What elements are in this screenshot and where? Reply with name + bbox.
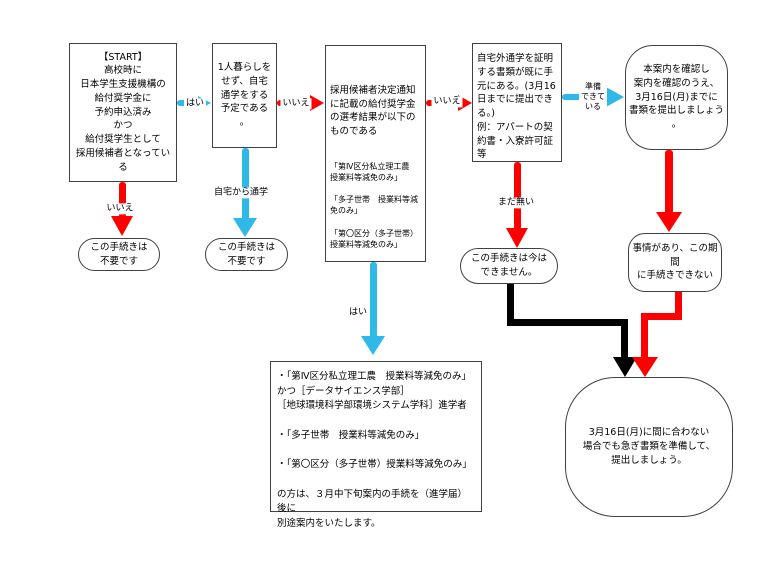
cannot-in-period-text: 事情があり、この期間 に手続きできない xyxy=(632,242,718,282)
q4-box: 自宅外通学を証明する書類が既に手元にある。(3月16日までに提出できる。) 例：… xyxy=(472,43,562,162)
q2-box-text: 1人暮らしを せず、自宅 通学をする 予定である 。 xyxy=(217,62,272,129)
cannot-now-text: この手続きは今は できません。 xyxy=(470,253,547,278)
edge-label-yes2: はい xyxy=(346,307,370,319)
arrow-notyet-line xyxy=(514,162,521,230)
arrow-yes2-line xyxy=(370,262,377,338)
late-submit-text: 3月16日(月)に間に合わない 場合でも急ぎ書類を準備して、 提出しましょう。 xyxy=(582,427,716,466)
not-needed-oval-1: この手続きは 不要です xyxy=(78,238,160,271)
edge-label-home-commute: 自宅から通学 xyxy=(211,187,271,199)
arrow-red-elbow-v2 xyxy=(641,313,648,357)
edge-label-no1: いいえ xyxy=(104,203,136,215)
arrow-no2-head-icon xyxy=(310,95,324,111)
arrow-black-head-icon xyxy=(613,357,637,377)
arrow-no1-line xyxy=(119,182,126,218)
arrow-period-line xyxy=(665,150,673,214)
cannot-in-period-shape: 事情があり、この期間 に手続きできない xyxy=(628,233,722,292)
not-needed-1-text: この手続きは 不要です xyxy=(90,241,148,267)
edge-label-no2: いいえ xyxy=(280,98,312,110)
q3-main-text: 採用候補者決定通知に記載の給付奨学金の選考結果が以下のものである xyxy=(330,84,416,138)
late-submit-shape: 3月16日(月)に間に合わない 場合でも急ぎ書類を準備して、 提出しましょう。 xyxy=(565,377,733,517)
arrow-notyet-head-icon xyxy=(506,228,528,248)
confirm-submit-shape: 本案内を確認し 案内を確認のうえ、 3月16日(月)までに 書類を提出しましょう… xyxy=(625,45,728,150)
arrow-black-elbow-v1 xyxy=(507,283,514,326)
cannot-now-oval: この手続きは今は できません。 xyxy=(460,248,558,284)
edge-label-yes1: はい xyxy=(183,98,207,110)
arrow-red-elbow-head-icon xyxy=(632,357,658,377)
note-box: ・「第Ⅳ区分私立理工農 授業料等減免のみ」 かつ［データサイエンス学部］ ［地球… xyxy=(270,361,482,529)
q3-box: 採用候補者決定通知に記載の給付奨学金の選考結果が以下のものである 「第Ⅳ区分私立… xyxy=(325,45,426,262)
q3-items-text: 「第Ⅳ区分私立理工農 授業料等減免のみ」 「多子世帯 授業料等減 免のみ」 「第… xyxy=(330,161,418,249)
arrow-red-elbow-v1 xyxy=(675,292,682,320)
q4-box-text: 自宅外通学を証明する書類が既に手元にある。(3月16日までに提出できる。) 例：… xyxy=(477,53,556,161)
edge-label-no3: いいえ xyxy=(431,96,463,108)
arrow-black-elbow-h xyxy=(507,319,628,326)
arrow-period-head-icon xyxy=(656,212,682,232)
arrow-red-elbow-h xyxy=(641,313,682,320)
arrow-home-head-icon xyxy=(233,218,257,237)
start-box: 【START】 高校時に 日本学生支援機構の 給付奨学金に 予約申込済み かつ … xyxy=(69,43,177,182)
not-needed-2-text: この手続きは 不要です xyxy=(217,241,275,267)
arrow-ready-head-icon xyxy=(606,87,624,107)
q2-box: 1人暮らしを せず、自宅 通学をする 予定である 。 xyxy=(212,43,277,148)
arrow-home-line xyxy=(242,148,249,220)
edge-label-not-yet: まだ無い xyxy=(495,197,537,209)
edge-label-ready: 準備 できて いる xyxy=(579,82,607,112)
arrow-black-elbow-v2 xyxy=(621,319,628,359)
confirm-submit-text: 本案内を確認し 案内を確認のうえ、 3月16日(月)までに 書類を提出しましょう… xyxy=(628,64,724,131)
arrow-yes2-head-icon xyxy=(361,336,385,355)
arrow-no1-head-icon xyxy=(111,216,133,236)
start-box-text: 【START】 高校時に 日本学生支援機構の 給付奨学金に 予約申込済み かつ … xyxy=(75,51,171,173)
note-box-text: ・「第Ⅳ区分私立理工農 授業料等減免のみ」 かつ［データサイエンス学部］ ［地球… xyxy=(277,371,472,530)
not-needed-oval-2: この手続きは 不要です xyxy=(205,238,288,271)
